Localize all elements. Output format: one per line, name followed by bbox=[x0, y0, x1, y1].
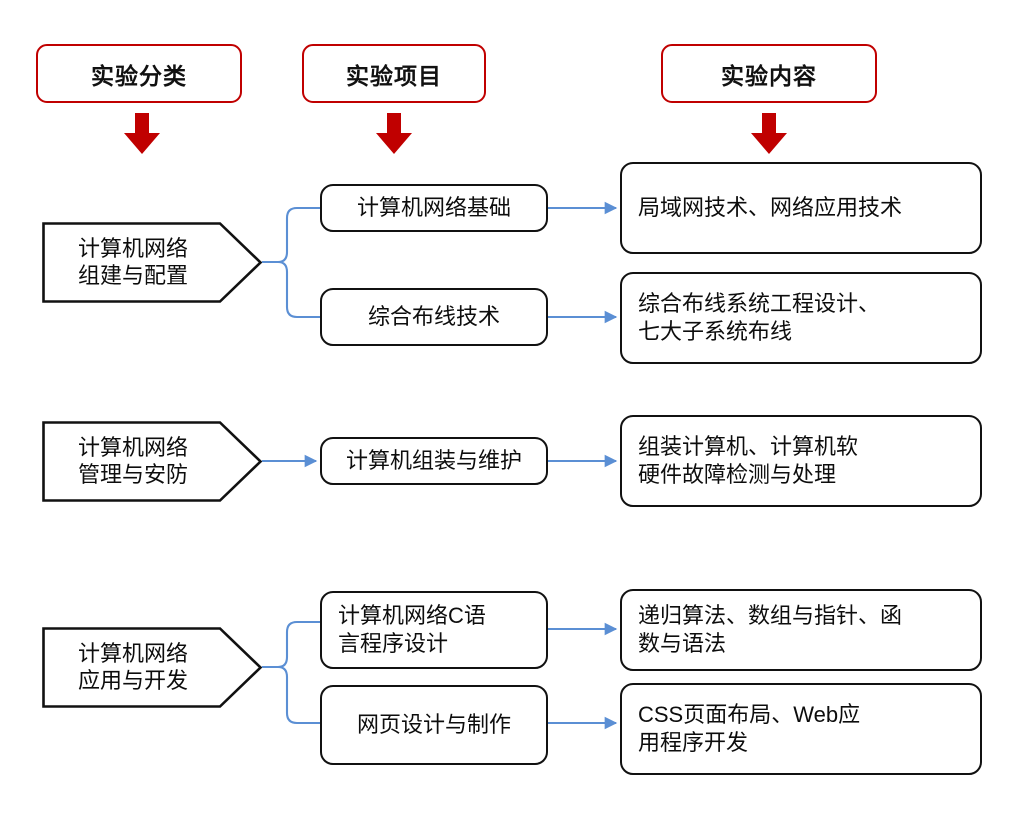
content-line-3-1-b: 数与语法 bbox=[638, 631, 727, 656]
project-label-1-2: 综合布线技术 bbox=[367, 304, 500, 330]
connector-group-1 bbox=[262, 206, 320, 319]
category-line-1: 计算机网络 bbox=[77, 434, 188, 460]
category-label-2: 计算机网络 管理与安防 bbox=[58, 421, 208, 502]
project-text-3-1: 计算机网络C语 言程序设计 bbox=[338, 602, 486, 657]
header-box-category[interactable]: 实验分类 bbox=[36, 44, 242, 103]
down-arrow-icon-content bbox=[751, 113, 787, 154]
down-arrow-icon-category bbox=[124, 113, 160, 154]
project-label-2-1: 计算机组装与维护 bbox=[345, 448, 522, 474]
connector-arrows-1 bbox=[548, 201, 618, 324]
content-line-1-1-a: 局域网技术、网络应用技术 bbox=[638, 195, 903, 221]
project-label-3-1-a: 计算机网络C语 bbox=[338, 603, 486, 629]
header-box-content[interactable]: 实验内容 bbox=[661, 44, 877, 103]
content-line-2-1-a: 组装计算机、计算机软 bbox=[638, 434, 859, 460]
content-box-1-2[interactable]: 综合布线系统工程设计、 七大子系统布线 bbox=[620, 272, 982, 364]
project-box-2-1[interactable]: 计算机组装与维护 bbox=[320, 437, 548, 485]
down-arrow-icon-project bbox=[376, 113, 412, 154]
category-line-2: 应用与开发 bbox=[77, 667, 188, 693]
connector-arrows-3 bbox=[548, 622, 618, 730]
category-pentagon-1[interactable]: 计算机网络 组建与配置 bbox=[42, 222, 263, 303]
project-label-1-1: 计算机网络基础 bbox=[356, 195, 511, 221]
header-label-category: 实验分类 bbox=[91, 62, 187, 89]
project-box-3-2[interactable]: 网页设计与制作 bbox=[320, 685, 548, 765]
category-pentagon-2[interactable]: 计算机网络 管理与安防 bbox=[42, 421, 263, 502]
content-box-1-1[interactable]: 局域网技术、网络应用技术 bbox=[620, 162, 982, 254]
header-label-content: 实验内容 bbox=[721, 62, 817, 89]
category-line-1: 计算机网络 bbox=[77, 640, 188, 666]
content-line-3-1-a: 递归算法、数组与指针、函 bbox=[638, 603, 903, 629]
content-box-3-1[interactable]: 递归算法、数组与指针、函 数与语法 bbox=[620, 589, 982, 671]
category-line-2: 组建与配置 bbox=[77, 262, 188, 288]
pentagon-shape bbox=[42, 421, 263, 502]
project-box-1-1[interactable]: 计算机网络基础 bbox=[320, 184, 548, 232]
project-label-3-2: 网页设计与制作 bbox=[356, 712, 511, 738]
content-line-3-2-b: 用程序开发 bbox=[638, 730, 749, 755]
pentagon-shape bbox=[42, 222, 263, 303]
project-label-3-1-b: 言程序设计 bbox=[338, 631, 449, 656]
header-box-project[interactable]: 实验项目 bbox=[302, 44, 486, 103]
project-box-1-2[interactable]: 综合布线技术 bbox=[320, 288, 548, 346]
content-text-1-2: 综合布线系统工程设计、 七大子系统布线 bbox=[638, 290, 880, 345]
content-box-3-2[interactable]: CSS页面布局、Web应 用程序开发 bbox=[620, 683, 982, 775]
content-box-2-1[interactable]: 组装计算机、计算机软 硬件故障检测与处理 bbox=[620, 415, 982, 507]
header-label-project: 实验项目 bbox=[346, 62, 442, 89]
content-text-3-1: 递归算法、数组与指针、函 数与语法 bbox=[638, 602, 902, 657]
category-pentagon-3[interactable]: 计算机网络 应用与开发 bbox=[42, 627, 263, 708]
content-line-1-2-a: 综合布线系统工程设计、 bbox=[638, 291, 881, 317]
category-line-1: 计算机网络 bbox=[77, 235, 188, 261]
content-line-3-2-a: CSS页面布局、Web应 bbox=[638, 702, 861, 728]
category-line-2: 管理与安防 bbox=[77, 461, 188, 487]
project-box-3-1[interactable]: 计算机网络C语 言程序设计 bbox=[320, 591, 548, 669]
category-label-1: 计算机网络 组建与配置 bbox=[58, 222, 208, 303]
category-label-3: 计算机网络 应用与开发 bbox=[58, 627, 208, 708]
content-text-2-1: 组装计算机、计算机软 硬件故障检测与处理 bbox=[638, 433, 858, 488]
content-text-1-1: 局域网技术、网络应用技术 bbox=[638, 194, 902, 222]
connector-group-3 bbox=[262, 620, 320, 725]
content-text-3-2: CSS页面布局、Web应 用程序开发 bbox=[638, 701, 860, 756]
content-line-2-1-b: 硬件故障检测与处理 bbox=[638, 462, 837, 487]
pentagon-shape bbox=[42, 627, 263, 708]
content-line-1-2-b: 七大子系统布线 bbox=[638, 319, 793, 344]
